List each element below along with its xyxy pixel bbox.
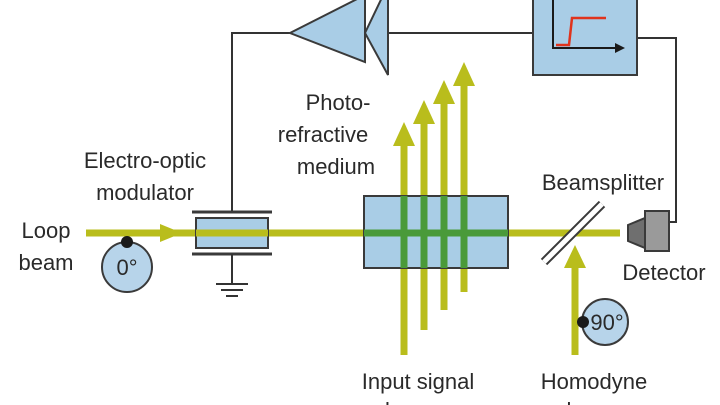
photorefractive-medium (363, 195, 509, 269)
wire-detector-to-filter (637, 37, 677, 223)
amplifier (287, 0, 389, 76)
homodyne-beam-arrowhead (564, 245, 586, 268)
homodyne-phase-value: 90° (590, 310, 623, 335)
detector-nose (627, 216, 646, 250)
modulator-label-line1: Electro-optic (84, 148, 206, 173)
amplifier-stage-2 (363, 0, 389, 76)
homodyne-dial-knob (577, 316, 589, 328)
loop-phase-dial: 0° (101, 236, 153, 293)
detector (627, 210, 670, 252)
photorefractive-label-line3: medium (297, 154, 375, 179)
loop-beam-label-line2: beam (18, 250, 73, 275)
threshold-axes (552, 0, 615, 49)
threshold-box (532, 0, 638, 76)
ground-symbol (216, 254, 248, 297)
detector-body (644, 210, 670, 252)
photorefractive-label-line2: refractive (278, 122, 368, 147)
input-signal-label-line1: Input signal (362, 369, 475, 394)
loop-beam-arrowhead (160, 224, 182, 242)
beamsplitter (540, 200, 606, 266)
threshold-signal-trace (556, 16, 606, 47)
feedback-wiring (231, 32, 677, 223)
modulator-label-line2: modulator (96, 180, 194, 205)
beamsplitter-label: Beamsplitter (542, 170, 664, 195)
amplifier-stage-1 (287, 0, 366, 64)
photorefractive-label-line1: Photo- (306, 90, 371, 115)
loop-phase-value: 0° (116, 255, 137, 280)
homodyne-label-line2: beam (566, 398, 621, 405)
diagram-labels: Photo- refractive medium Electro-optic m… (18, 90, 705, 405)
input-signal-label-line2: beams (385, 398, 451, 405)
threshold-box-frame (532, 0, 638, 76)
threshold-arrowhead (615, 43, 625, 53)
input-beam-arrowheads (393, 62, 475, 146)
homodyne-label-line1: Homodyne (541, 369, 647, 394)
wire-amplifier-to-modulator (231, 32, 290, 212)
medium-gratings (364, 196, 508, 268)
homodyne-phase-dial: 90° (577, 298, 629, 346)
loop-beam-label-line1: Loop (22, 218, 71, 243)
electro-optic-modulator (192, 210, 272, 297)
detector-label: Detector (622, 260, 705, 285)
loop-dial-knob (121, 236, 133, 248)
